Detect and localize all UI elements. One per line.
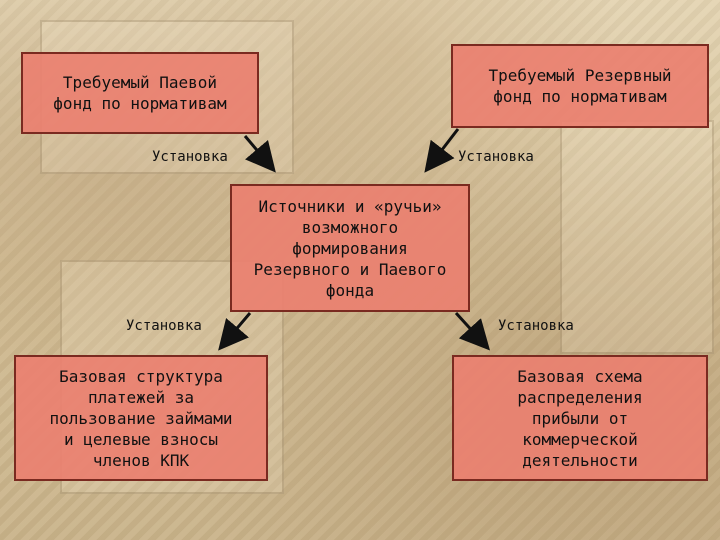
- label-setup-bottom-right: Установка: [498, 318, 574, 334]
- label-setup-bottom-left: Установка: [126, 318, 202, 334]
- box-required-pay-fund: Требуемый Паевой фонд по нормативам: [21, 52, 259, 134]
- background-banknote-decoration: [560, 120, 714, 354]
- box-required-reserve-fund: Требуемый Резервный фонд по нормативам: [451, 44, 709, 128]
- box-sources-center: Источники и «ручьи» возможного формирова…: [230, 184, 470, 312]
- arrow-reserve-to-center: [424, 128, 460, 173]
- arrow-center-to-profit: [454, 311, 491, 351]
- label-setup-top-right: Установка: [458, 149, 534, 165]
- box-payment-structure: Базовая структура платежей за пользовани…: [14, 355, 268, 481]
- arrow-center-to-payments: [218, 312, 252, 351]
- label-setup-top-left: Установка: [152, 149, 228, 165]
- arrow-pay-to-center: [243, 135, 276, 173]
- box-profit-scheme: Базовая схема распределения прибыли от к…: [452, 355, 708, 481]
